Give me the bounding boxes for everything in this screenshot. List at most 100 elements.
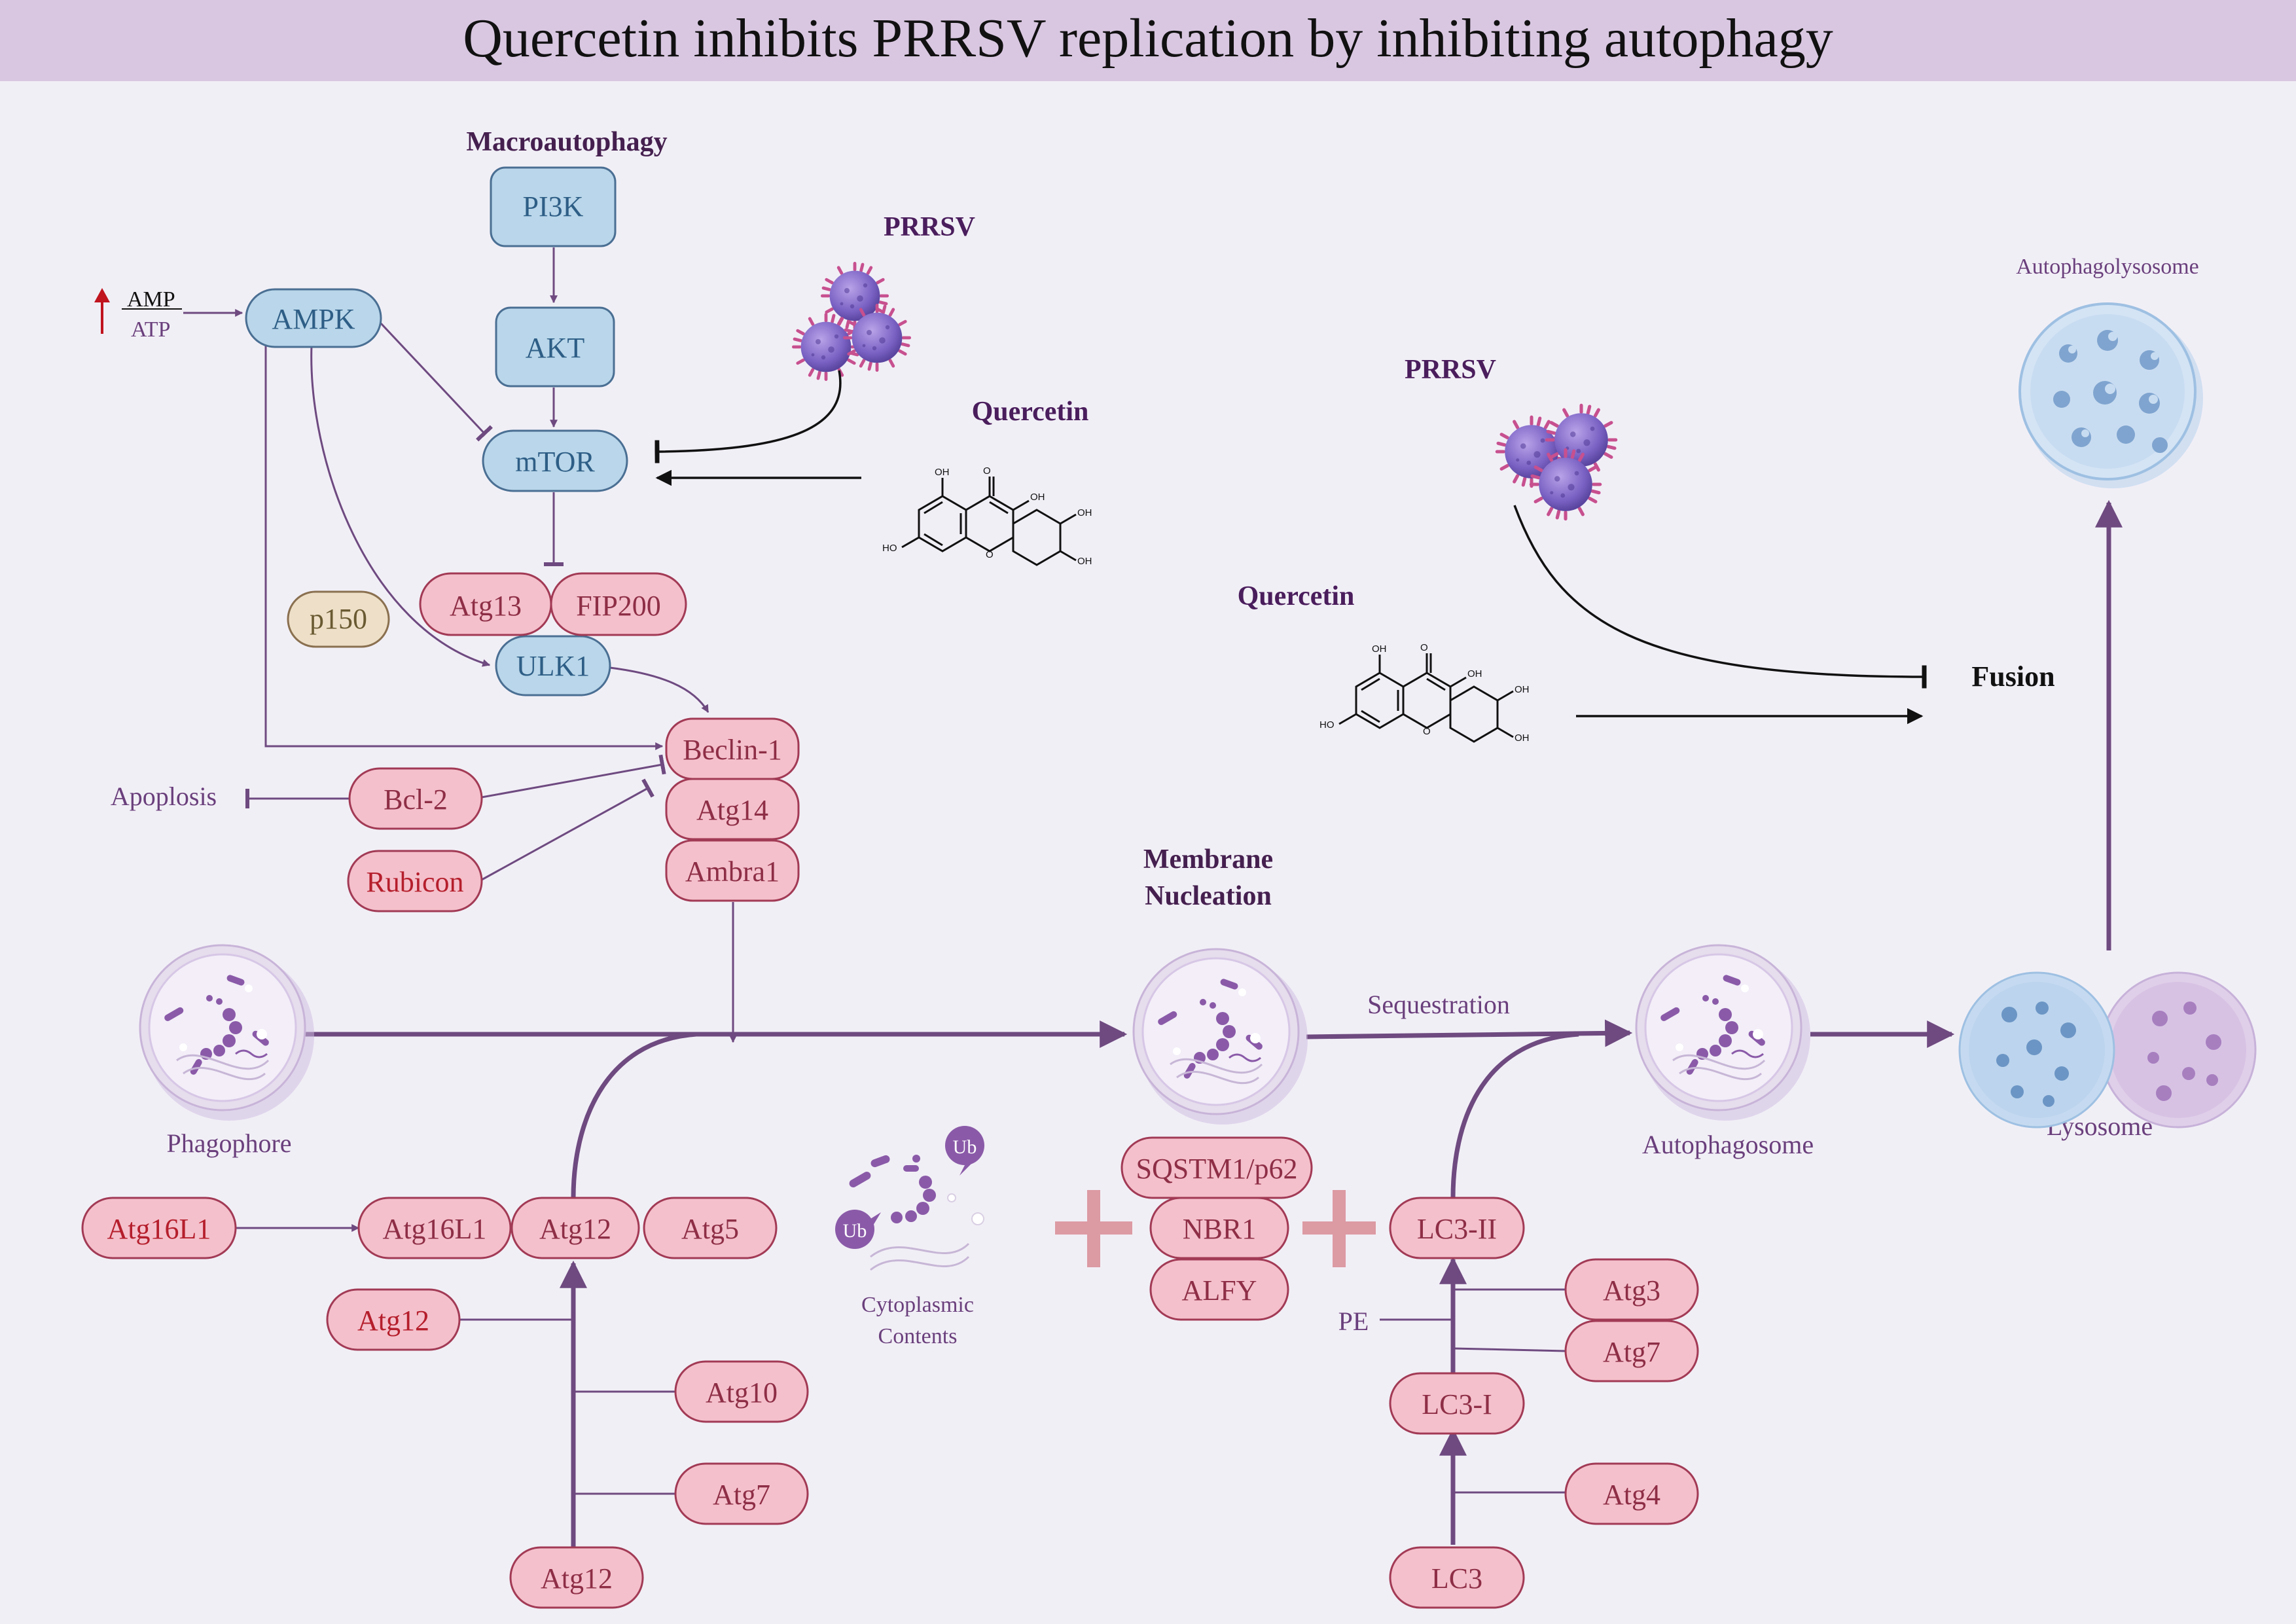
svg-text:Rubicon: Rubicon	[366, 866, 463, 898]
svg-text:NBR1: NBR1	[1183, 1213, 1256, 1245]
autophagolysosome-label: Autophagolysosome	[2016, 255, 2199, 279]
svg-text:Ambra1: Ambra1	[685, 856, 780, 888]
apoplosis-label: Apoplosis	[111, 782, 217, 811]
svg-text:Atg10: Atg10	[706, 1377, 778, 1409]
sequestration-label: Sequestration	[1367, 990, 1510, 1019]
membrane-nucleation-label-2: Nucleation	[1145, 881, 1272, 911]
amp-atp-indicator: AMP ATP	[94, 287, 182, 342]
curve-atg12-complex-to-flow	[571, 1032, 697, 1199]
svg-text:Beclin-1: Beclin-1	[683, 734, 782, 766]
plus-sign-left	[1055, 1190, 1132, 1267]
inhibit-prrsv-mtor	[655, 370, 842, 463]
lc3-i-node: LC3-I	[1389, 1372, 1525, 1435]
atg12-complex-node: Atg12	[511, 1197, 640, 1259]
svg-text:Atg16L1: Atg16L1	[107, 1213, 211, 1245]
autophagosome-cell	[1635, 944, 1812, 1122]
svg-text:AMPK: AMPK	[272, 303, 355, 335]
ub-label-2: Ub	[843, 1220, 867, 1242]
prrsv-label-top: PRRSV	[884, 212, 975, 242]
nbr1-node: NBR1	[1149, 1197, 1289, 1259]
svg-text:ALFY: ALFY	[1182, 1274, 1257, 1307]
lc3-ii-node: LC3-II	[1389, 1197, 1525, 1259]
p150-node: p150	[287, 590, 390, 648]
bcl2-node: Bcl-2	[348, 767, 483, 830]
macroautophagy-label: Macroautophagy	[466, 127, 667, 157]
arrow-ampk-ulk1	[310, 345, 491, 667]
quercetin-label-top: Quercetin	[972, 397, 1089, 427]
svg-text:LC3-I: LC3-I	[1422, 1388, 1492, 1420]
svg-text:Atg3: Atg3	[1603, 1274, 1660, 1307]
amp-label: AMP	[127, 287, 175, 312]
link-atg7-right	[1452, 1347, 1566, 1352]
svg-text:Atg7: Atg7	[713, 1479, 770, 1511]
svg-text:Atg12: Atg12	[357, 1305, 429, 1337]
atg7-left-node: Atg7	[674, 1462, 809, 1525]
autophagolysosome-cell	[2018, 302, 2203, 488]
svg-text:AKT: AKT	[526, 332, 585, 364]
svg-text:Atg7: Atg7	[1603, 1336, 1660, 1368]
svg-text:Bcl-2: Bcl-2	[384, 784, 448, 816]
quercetin-structure-right	[1318, 641, 1530, 745]
atg12-bottom-node: Atg12	[509, 1546, 644, 1609]
nucleation-cell	[1132, 948, 1309, 1126]
lc3-node: LC3	[1389, 1546, 1525, 1609]
atg3-node: Atg3	[1564, 1258, 1699, 1321]
phagophore-label: Phagophore	[166, 1128, 291, 1158]
svg-text:Atg14: Atg14	[696, 794, 768, 826]
arrow-ampk-beclin1	[264, 346, 664, 750]
arrow-nucleation-autophagosome	[1306, 1019, 1633, 1047]
ulk1-node: ULK1	[495, 635, 611, 696]
pi3k-node: PI3K	[490, 166, 617, 247]
ub-label-1: Ub	[953, 1136, 977, 1158]
cytoplasmic-label-2: Contents	[878, 1324, 958, 1348]
atg4-node: Atg4	[1564, 1462, 1699, 1525]
membrane-nucleation-label-1: Membrane	[1143, 844, 1273, 875]
svg-text:ULK1: ULK1	[516, 650, 590, 682]
svg-text:LC3: LC3	[1431, 1562, 1482, 1595]
svg-text:p150: p150	[310, 603, 367, 635]
pe-label: PE	[1338, 1307, 1369, 1336]
mtor-node: mTOR	[482, 429, 628, 492]
fusion-label: Fusion	[1971, 660, 2054, 693]
atg16l1-node: Atg16L1	[357, 1197, 512, 1259]
svg-text:Atg12: Atg12	[541, 1562, 613, 1595]
autophagosome-label: Autophagosome	[1642, 1130, 1814, 1159]
curve-lc3ii-to-flow	[1450, 1032, 1579, 1199]
inhibit-bcl2-beclin1	[481, 754, 666, 799]
phagophore-cell	[139, 944, 315, 1122]
atg5-node: Atg5	[643, 1197, 778, 1259]
svg-text:SQSTM1/p62: SQSTM1/p62	[1136, 1153, 1298, 1185]
atg14-node: Atg14	[665, 778, 800, 840]
inhibit-ampk-mtor	[380, 322, 493, 442]
atg16l1-left-node: Atg16L1	[81, 1197, 237, 1259]
svg-text:PI3K: PI3K	[523, 190, 584, 223]
beclin1-node: Beclin-1	[665, 717, 800, 780]
prrsv-label-right: PRRSV	[1405, 355, 1496, 385]
atg7-right-node: Atg7	[1564, 1320, 1699, 1382]
atg10-node: Atg10	[674, 1360, 809, 1423]
page-title: Quercetin inhibits PRRSV replication by …	[463, 8, 1833, 69]
atg12-mid-node: Atg12	[326, 1288, 461, 1351]
inhibit-rubicon-beclin1	[481, 778, 655, 881]
sqstm1-node: SQSTM1/p62	[1121, 1136, 1313, 1199]
quercetin-label-right: Quercetin	[1238, 581, 1355, 611]
inhibit-prrsv-fusion	[1513, 505, 1927, 689]
prrsv-virus-cluster-right	[1497, 405, 1615, 518]
rubicon-node: Rubicon	[347, 850, 483, 912]
svg-text:Atg16L1: Atg16L1	[383, 1213, 487, 1245]
svg-text:Atg12: Atg12	[539, 1213, 611, 1245]
svg-text:Atg4: Atg4	[1603, 1479, 1660, 1511]
arrow-ulk1-beclin1	[609, 666, 709, 713]
prrsv-virus-cluster-top	[793, 263, 909, 379]
cytoplasmic-contents-icon: Ub Ub	[835, 1126, 984, 1271]
ambra1-node: Ambra1	[665, 839, 800, 902]
atg13-node: Atg13	[419, 572, 552, 636]
svg-text:Atg5: Atg5	[681, 1213, 739, 1245]
svg-text:mTOR: mTOR	[515, 446, 595, 478]
akt-node: AKT	[495, 306, 615, 388]
title-band	[0, 0, 2296, 81]
svg-text:Atg13: Atg13	[450, 590, 522, 622]
lysosome-fused-cell	[1958, 971, 2257, 1128]
fip200-node: FIP200	[550, 572, 687, 636]
